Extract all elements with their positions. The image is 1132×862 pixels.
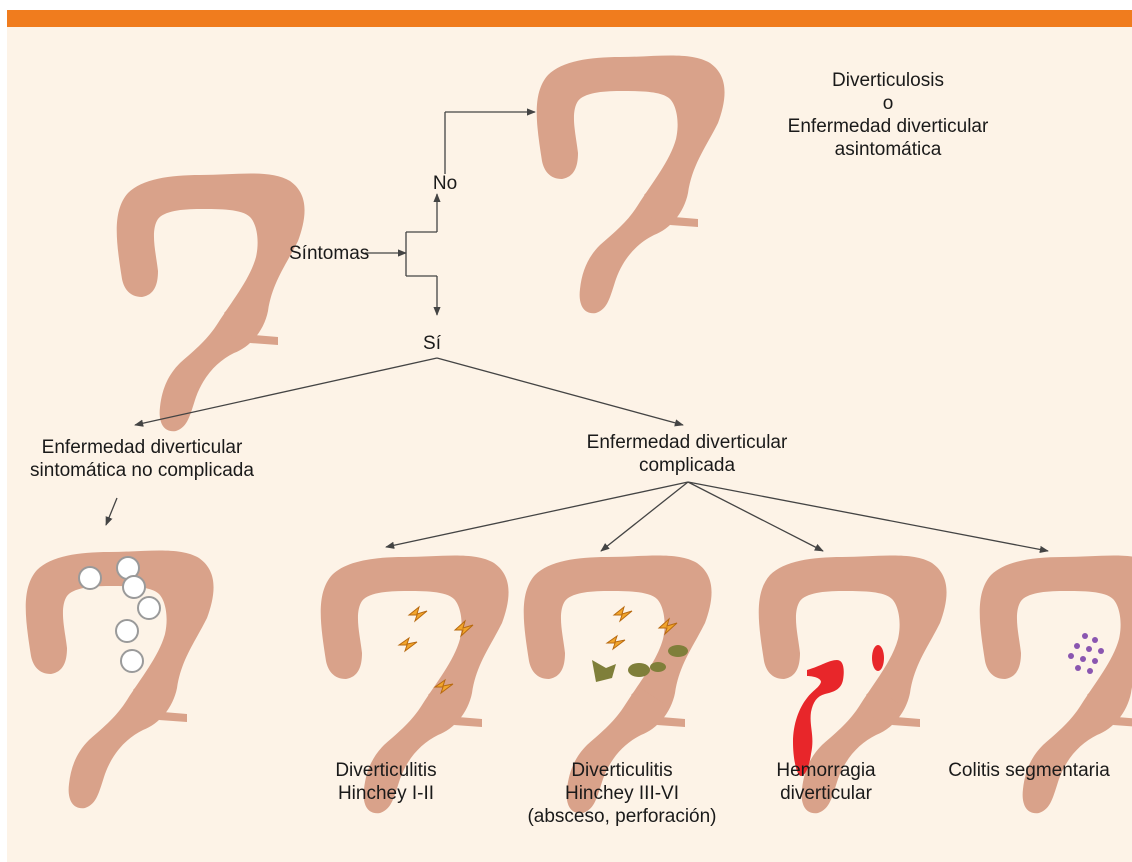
branch-no-label: No	[425, 172, 465, 195]
branch-yes-label: Sí	[412, 332, 452, 355]
complicated-category: Enfermedad diverticular complicada	[567, 431, 807, 477]
colitis-dots	[1068, 633, 1104, 674]
diagram-frame: Síntomas No Sí Diverticulosis o Enfermed…	[7, 10, 1132, 862]
root-colon-icon	[117, 174, 305, 432]
uncomplicated-colon-icon	[26, 551, 214, 809]
uncomplicated-category: Enfermedad diverticular sintomática no c…	[12, 436, 272, 482]
asymptomatic-colon-icon	[537, 56, 725, 314]
outcome-hinchey-iii-vi: Diverticulitis Hinchey III-VI (absceso, …	[522, 759, 722, 828]
outcome-colitis: Colitis segmentaria	[939, 759, 1119, 782]
outcome-hinchey-i-ii: Diverticulitis Hinchey I-II	[321, 759, 451, 805]
question-symptoms: Síntomas	[289, 242, 369, 265]
asymptomatic-outcome: Diverticulosis o Enfermedad diverticular…	[773, 69, 1003, 161]
outcome-hemorrhage: Hemorragia diverticular	[761, 759, 891, 805]
